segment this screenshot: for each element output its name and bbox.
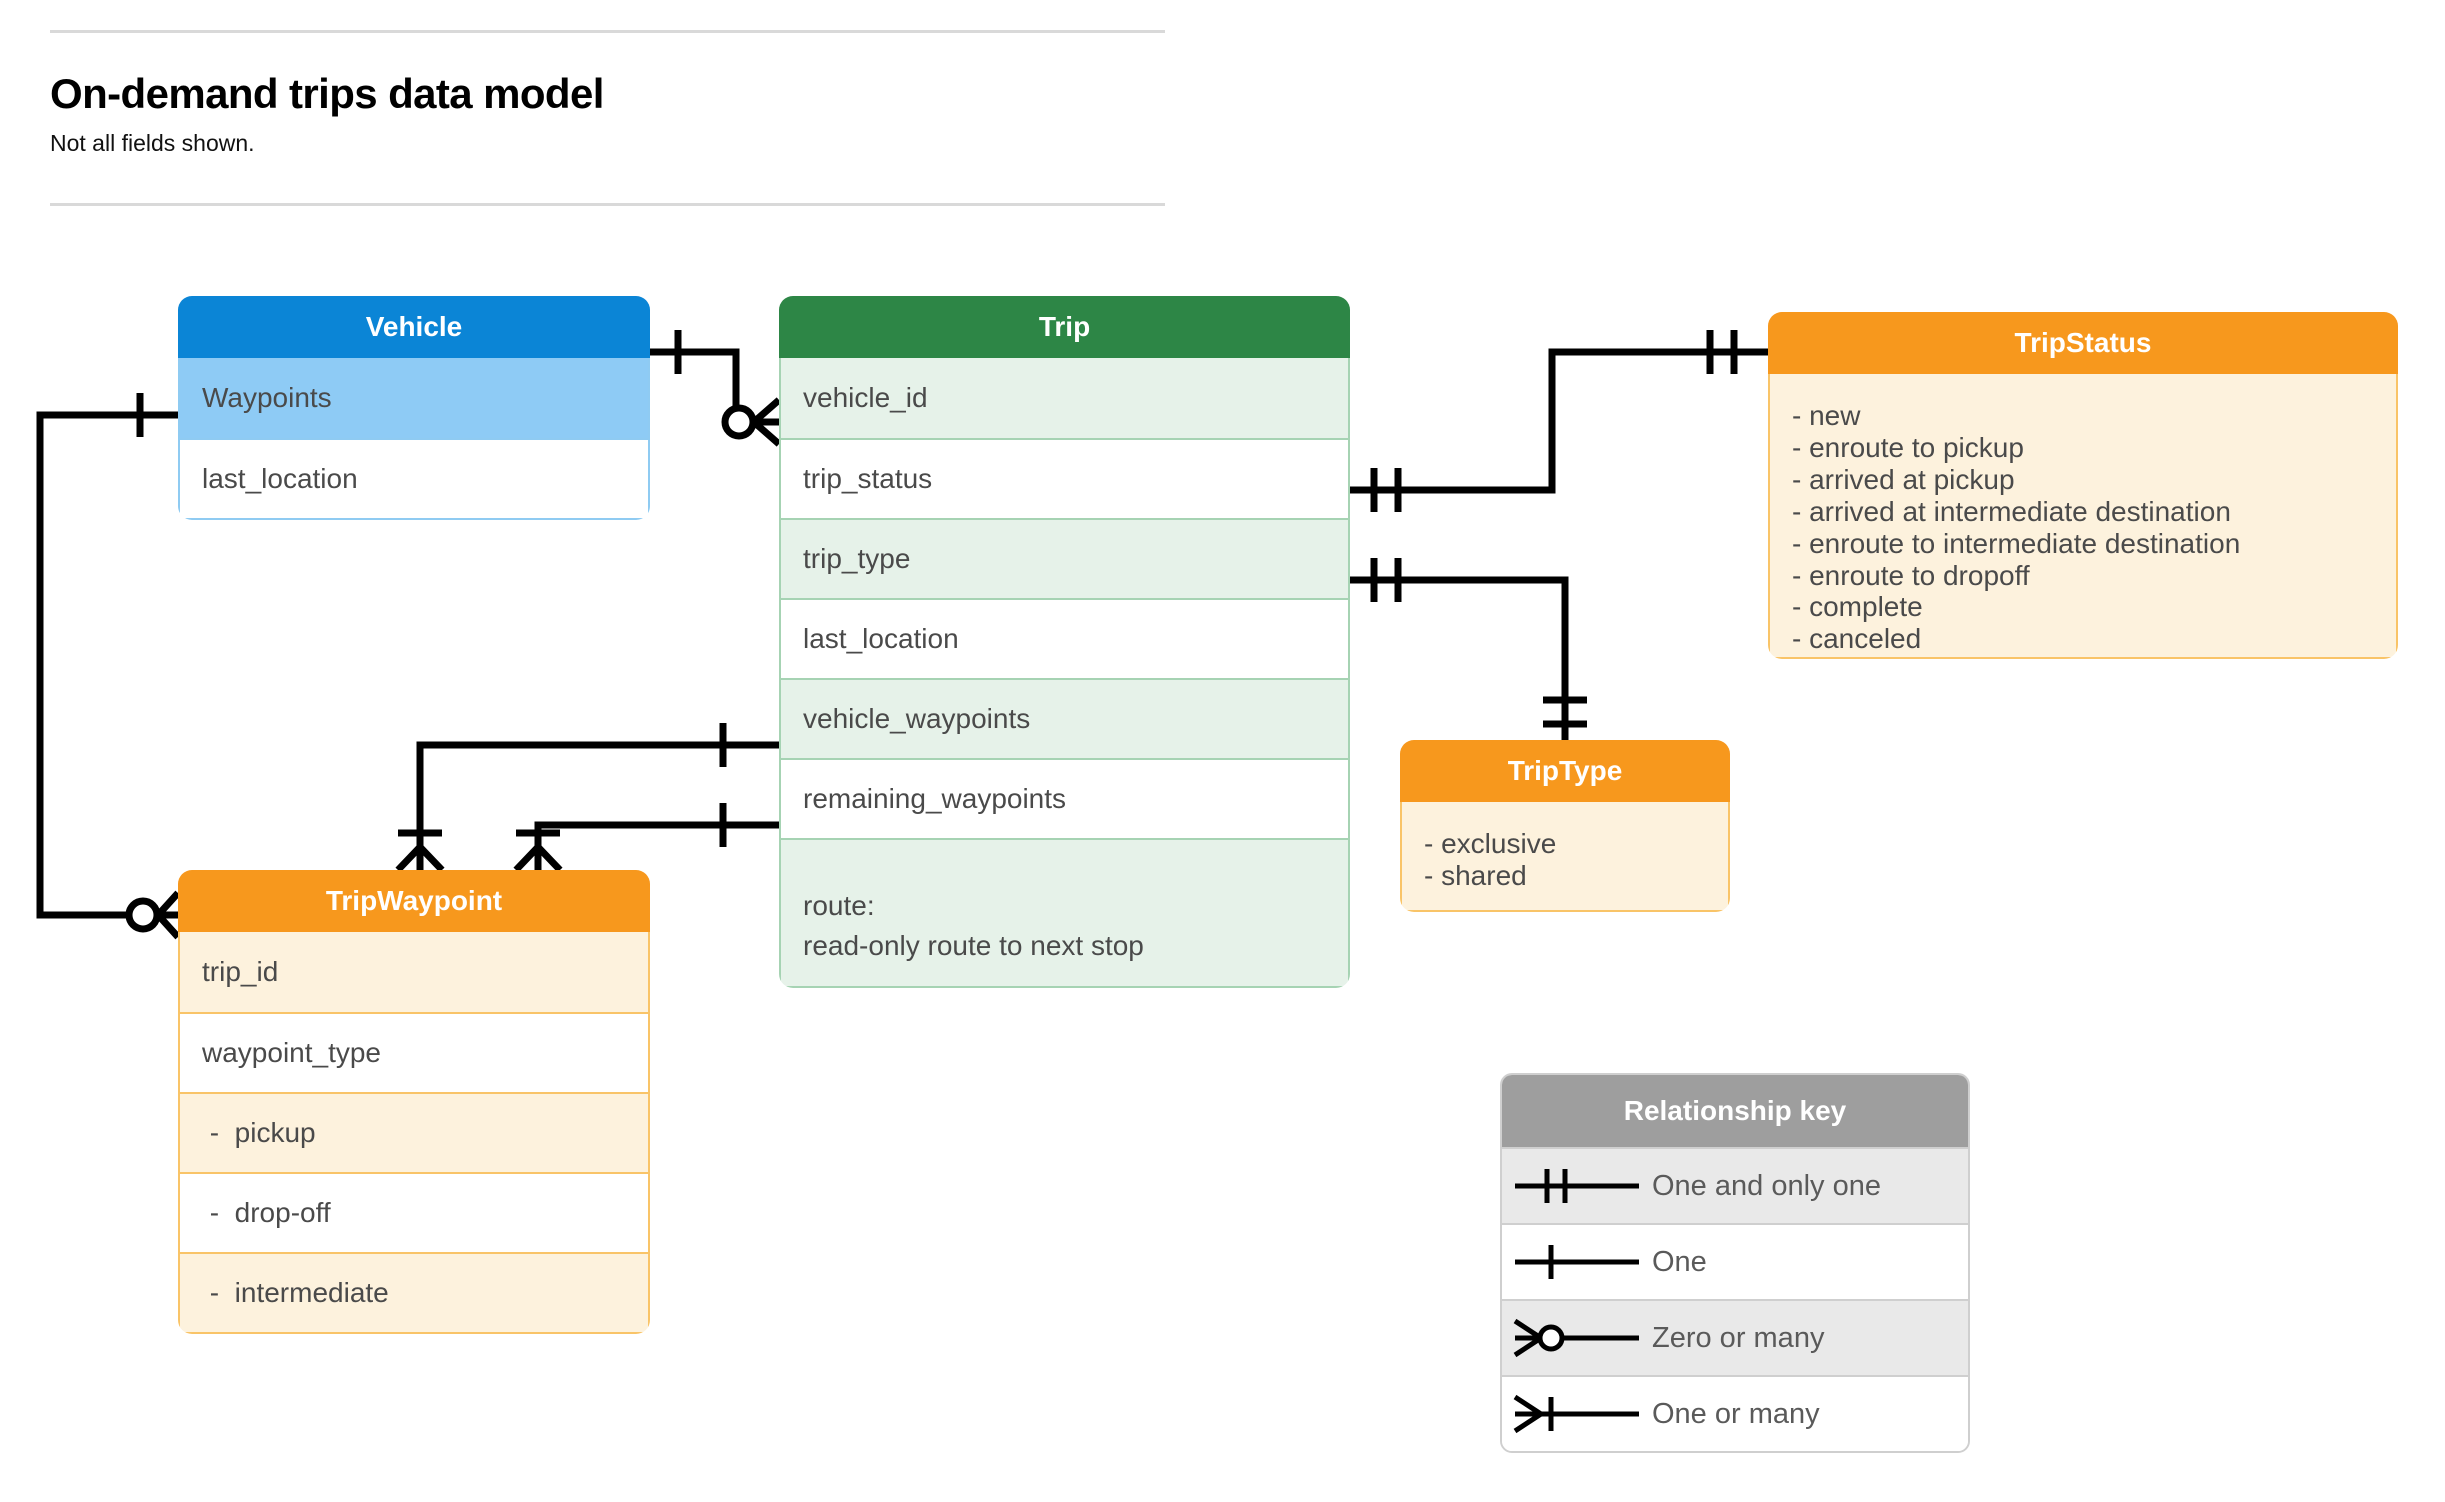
- trip-status-value: - enroute to intermediate destination: [1792, 527, 2241, 559]
- crowsfoot-vehicle-waypoints: [156, 890, 181, 940]
- entity-trip-waypoint[interactable]: TripWaypoint trip_id waypoint_type - pic…: [178, 870, 650, 1334]
- entity-trip-fields: vehicle_id trip_status trip_type last_lo…: [779, 358, 1350, 988]
- trip-status-value: - arrived at intermediate destination: [1792, 495, 2231, 527]
- wire-trip-to-tripstatus: [1350, 348, 1768, 494]
- wire-vehicle-waypoints-field: [416, 741, 779, 870]
- relationship-key-label: Zero or many: [1652, 1321, 1825, 1354]
- field-vehicle-last-location[interactable]: last_location: [180, 438, 648, 518]
- trip-type-value: - exclusive: [1424, 828, 1557, 859]
- wire-remaining-waypoints-field: [534, 821, 779, 870]
- relationship-key-label: One: [1652, 1245, 1707, 1278]
- field-trip-trip-type[interactable]: trip_type: [781, 518, 1348, 598]
- trip-status-value: - complete: [1792, 591, 1923, 623]
- field-trip-route-text: route: read-only route to next stop: [803, 890, 1144, 961]
- field-trip-trip-status[interactable]: trip_status: [781, 438, 1348, 518]
- entity-trip-status-values: - new - enroute to pickup - arrived at p…: [1768, 374, 2398, 659]
- crowsfoot-vehicle-waypoints-field: [395, 845, 445, 873]
- trip-status-value: - new: [1792, 400, 1861, 431]
- field-trip-vehicle-waypoints[interactable]: vehicle_waypoints: [781, 678, 1348, 758]
- field-trip-route[interactable]: route: read-only route to next stop: [781, 838, 1348, 986]
- one-or-many-icon: [1502, 1389, 1652, 1439]
- trip-status-value: - arrived at pickup: [1792, 463, 2015, 495]
- one-and-only-one-icon: [1502, 1161, 1652, 1211]
- trip-type-value: - shared: [1424, 859, 1527, 891]
- relationship-key-row: Zero or many: [1502, 1299, 1968, 1375]
- trip-status-value: - canceled: [1792, 623, 1922, 655]
- trip-status-value: - enroute to dropoff: [1792, 559, 2030, 591]
- relationship-key-title: Relationship key: [1502, 1075, 1968, 1147]
- header-bottom-rule: [50, 203, 1165, 206]
- field-trip-vehicle-id[interactable]: vehicle_id: [781, 358, 1348, 438]
- zero-or-many-icon: [1502, 1313, 1652, 1363]
- field-waypoint-value-dropoff[interactable]: - drop-off: [180, 1172, 648, 1252]
- field-waypoint-type[interactable]: waypoint_type: [180, 1012, 648, 1092]
- entity-trip-type[interactable]: TripType - exclusive - shared: [1400, 740, 1730, 912]
- entity-trip-waypoint-fields: trip_id waypoint_type - pickup - drop-of…: [178, 932, 650, 1334]
- circle-zero-vehicle-trip: [721, 404, 757, 440]
- one-icon: [1502, 1237, 1652, 1287]
- entity-trip[interactable]: Trip vehicle_id trip_status trip_type la…: [779, 296, 1350, 988]
- entity-trip-waypoint-title: TripWaypoint: [178, 870, 650, 932]
- circle-zero-vehicle-waypoints: [125, 897, 161, 933]
- entity-vehicle-fields: Waypoints last_location: [178, 358, 650, 520]
- entity-trip-type-values: - exclusive - shared: [1400, 802, 1730, 912]
- relationship-key-panel: Relationship key One and only one One: [1500, 1073, 1970, 1453]
- wire-vehicle-to-trip: [650, 348, 748, 426]
- field-waypoint-value-pickup[interactable]: - pickup: [180, 1092, 648, 1172]
- field-waypoint-value-intermediate[interactable]: - intermediate: [180, 1252, 648, 1332]
- entity-vehicle[interactable]: Vehicle Waypoints last_location: [178, 296, 650, 520]
- entity-trip-title: Trip: [779, 296, 1350, 358]
- entity-trip-type-title: TripType: [1400, 740, 1730, 802]
- entity-trip-status[interactable]: TripStatus - new - enroute to pickup - a…: [1768, 312, 2398, 659]
- page-title: On-demand trips data model: [50, 70, 604, 117]
- trip-status-value: - enroute to pickup: [1792, 431, 2024, 463]
- entity-vehicle-title: Vehicle: [178, 296, 650, 358]
- crowsfoot-vehicle-trip: [752, 397, 782, 447]
- page-subtitle: Not all fields shown.: [50, 130, 255, 156]
- relationship-key-label: One or many: [1652, 1397, 1820, 1430]
- wire-trip-to-triptype: [1350, 576, 1569, 740]
- entity-trip-status-title: TripStatus: [1768, 312, 2398, 374]
- field-vehicle-waypoints[interactable]: Waypoints: [180, 358, 648, 438]
- relationship-key-label: One and only one: [1652, 1169, 1881, 1202]
- field-waypoint-trip-id[interactable]: trip_id: [180, 932, 648, 1012]
- relationship-key-row: One and only one: [1502, 1147, 1968, 1223]
- relationship-key-row: One: [1502, 1223, 1968, 1299]
- relationship-key-row: One or many: [1502, 1375, 1968, 1451]
- field-trip-last-location[interactable]: last_location: [781, 598, 1348, 678]
- header-top-rule: [50, 30, 1165, 33]
- wire-vehicle-waypoints-to-tripwaypoint: [36, 411, 178, 919]
- field-trip-remaining-waypoints[interactable]: remaining_waypoints: [781, 758, 1348, 838]
- crowsfoot-remaining-waypoints-field: [513, 845, 563, 873]
